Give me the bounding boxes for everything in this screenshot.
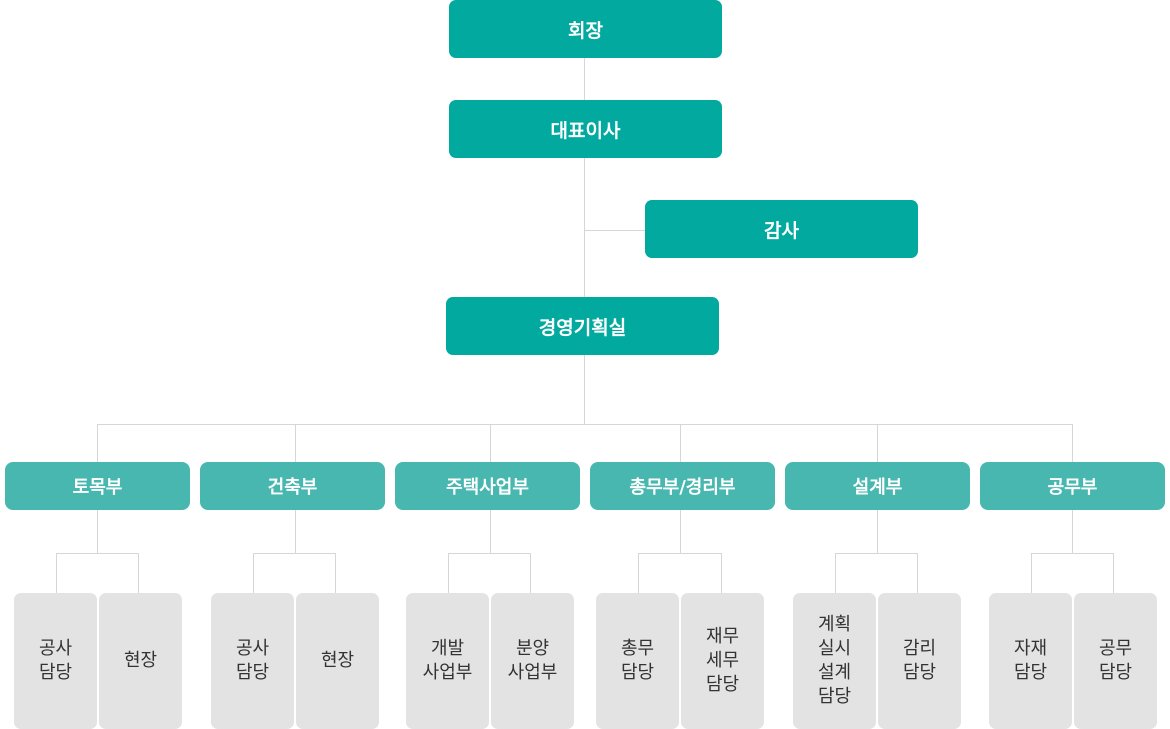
dept-architecture-box: 건축부	[200, 462, 385, 510]
team-box: 공무 담당	[1074, 593, 1157, 729]
connector-line	[97, 510, 98, 553]
connector-line	[490, 510, 491, 553]
connector-line	[56, 553, 57, 593]
auditor-box: 감사	[645, 200, 918, 258]
connector-line	[584, 230, 646, 231]
connector-line	[721, 553, 722, 593]
connector-line	[448, 553, 449, 593]
team-box: 총무 담당	[596, 593, 679, 729]
connector-line	[680, 424, 681, 462]
connector-line	[835, 553, 836, 593]
connector-line	[1031, 553, 1032, 593]
team-box: 공사 담당	[211, 593, 294, 729]
team-box: 재무 세무 담당	[681, 593, 764, 729]
team-box: 현장	[296, 593, 379, 729]
connector-line	[638, 553, 639, 593]
ceo-box: 대표이사	[449, 100, 722, 158]
connector-line	[335, 553, 336, 593]
dept-housing-box: 주택사업부	[395, 462, 580, 510]
connector-line	[835, 553, 918, 554]
connector-line	[584, 58, 585, 424]
connector-line	[253, 553, 254, 593]
dept-civil-box: 토목부	[5, 462, 190, 510]
connector-line	[680, 510, 681, 553]
team-box: 감리 담당	[878, 593, 961, 729]
team-box: 계획 실시 설계 담당	[793, 593, 876, 729]
connector-line	[138, 553, 139, 593]
dept-design-box: 설계부	[785, 462, 970, 510]
connector-line	[1031, 553, 1114, 554]
connector-line	[295, 510, 296, 553]
connector-line	[97, 424, 1073, 425]
connector-line	[877, 424, 878, 462]
team-box: 현장	[99, 593, 182, 729]
team-box: 분양 사업부	[491, 593, 574, 729]
connector-line	[253, 553, 336, 554]
team-box: 자재 담당	[989, 593, 1072, 729]
connector-line	[530, 553, 531, 593]
connector-line	[917, 553, 918, 593]
connector-line	[1072, 424, 1073, 462]
dept-public-works-box: 공무부	[980, 462, 1165, 510]
connector-line	[295, 424, 296, 462]
team-box: 공사 담당	[14, 593, 97, 729]
connector-line	[56, 553, 139, 554]
team-box: 개발 사업부	[406, 593, 489, 729]
planning-office-box: 경영기획실	[446, 297, 719, 355]
connector-line	[97, 424, 98, 462]
connector-line	[448, 553, 531, 554]
dept-general-accounting-box: 총무부/경리부	[590, 462, 775, 510]
connector-line	[877, 510, 878, 553]
chairman-box: 회장	[449, 0, 722, 58]
connector-line	[1072, 510, 1073, 553]
connector-line	[490, 424, 491, 462]
connector-line	[1113, 553, 1114, 593]
connector-line	[638, 553, 722, 554]
